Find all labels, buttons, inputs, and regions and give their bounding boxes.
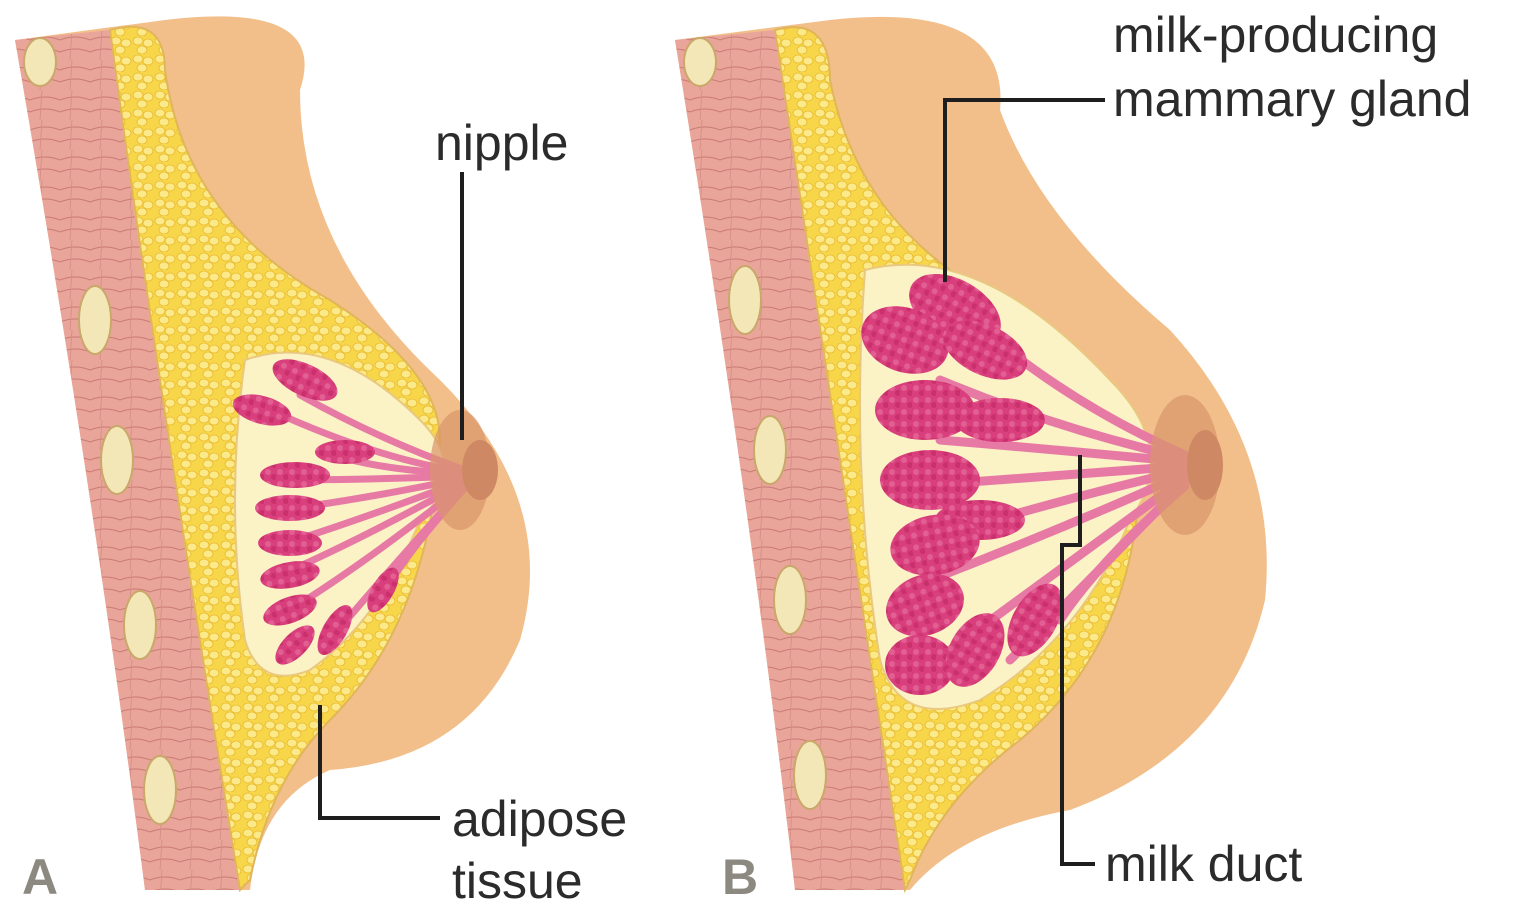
panel-letter-a: A [22,848,58,906]
panel-b-illustration [675,17,1267,890]
label-adipose-line1: adipose [452,788,627,850]
label-nipple: nipple [435,112,568,174]
label-gland-line1: milk-producing [1113,4,1438,66]
label-adipose-line2: tissue [452,850,583,912]
panel-b-nipple-shape [1187,430,1223,500]
label-gland-line2: mammary gland [1113,68,1471,130]
panel-letter-b: B [722,848,758,906]
panel-a-nipple-shape [462,440,498,500]
label-milk-duct: milk duct [1105,833,1302,895]
